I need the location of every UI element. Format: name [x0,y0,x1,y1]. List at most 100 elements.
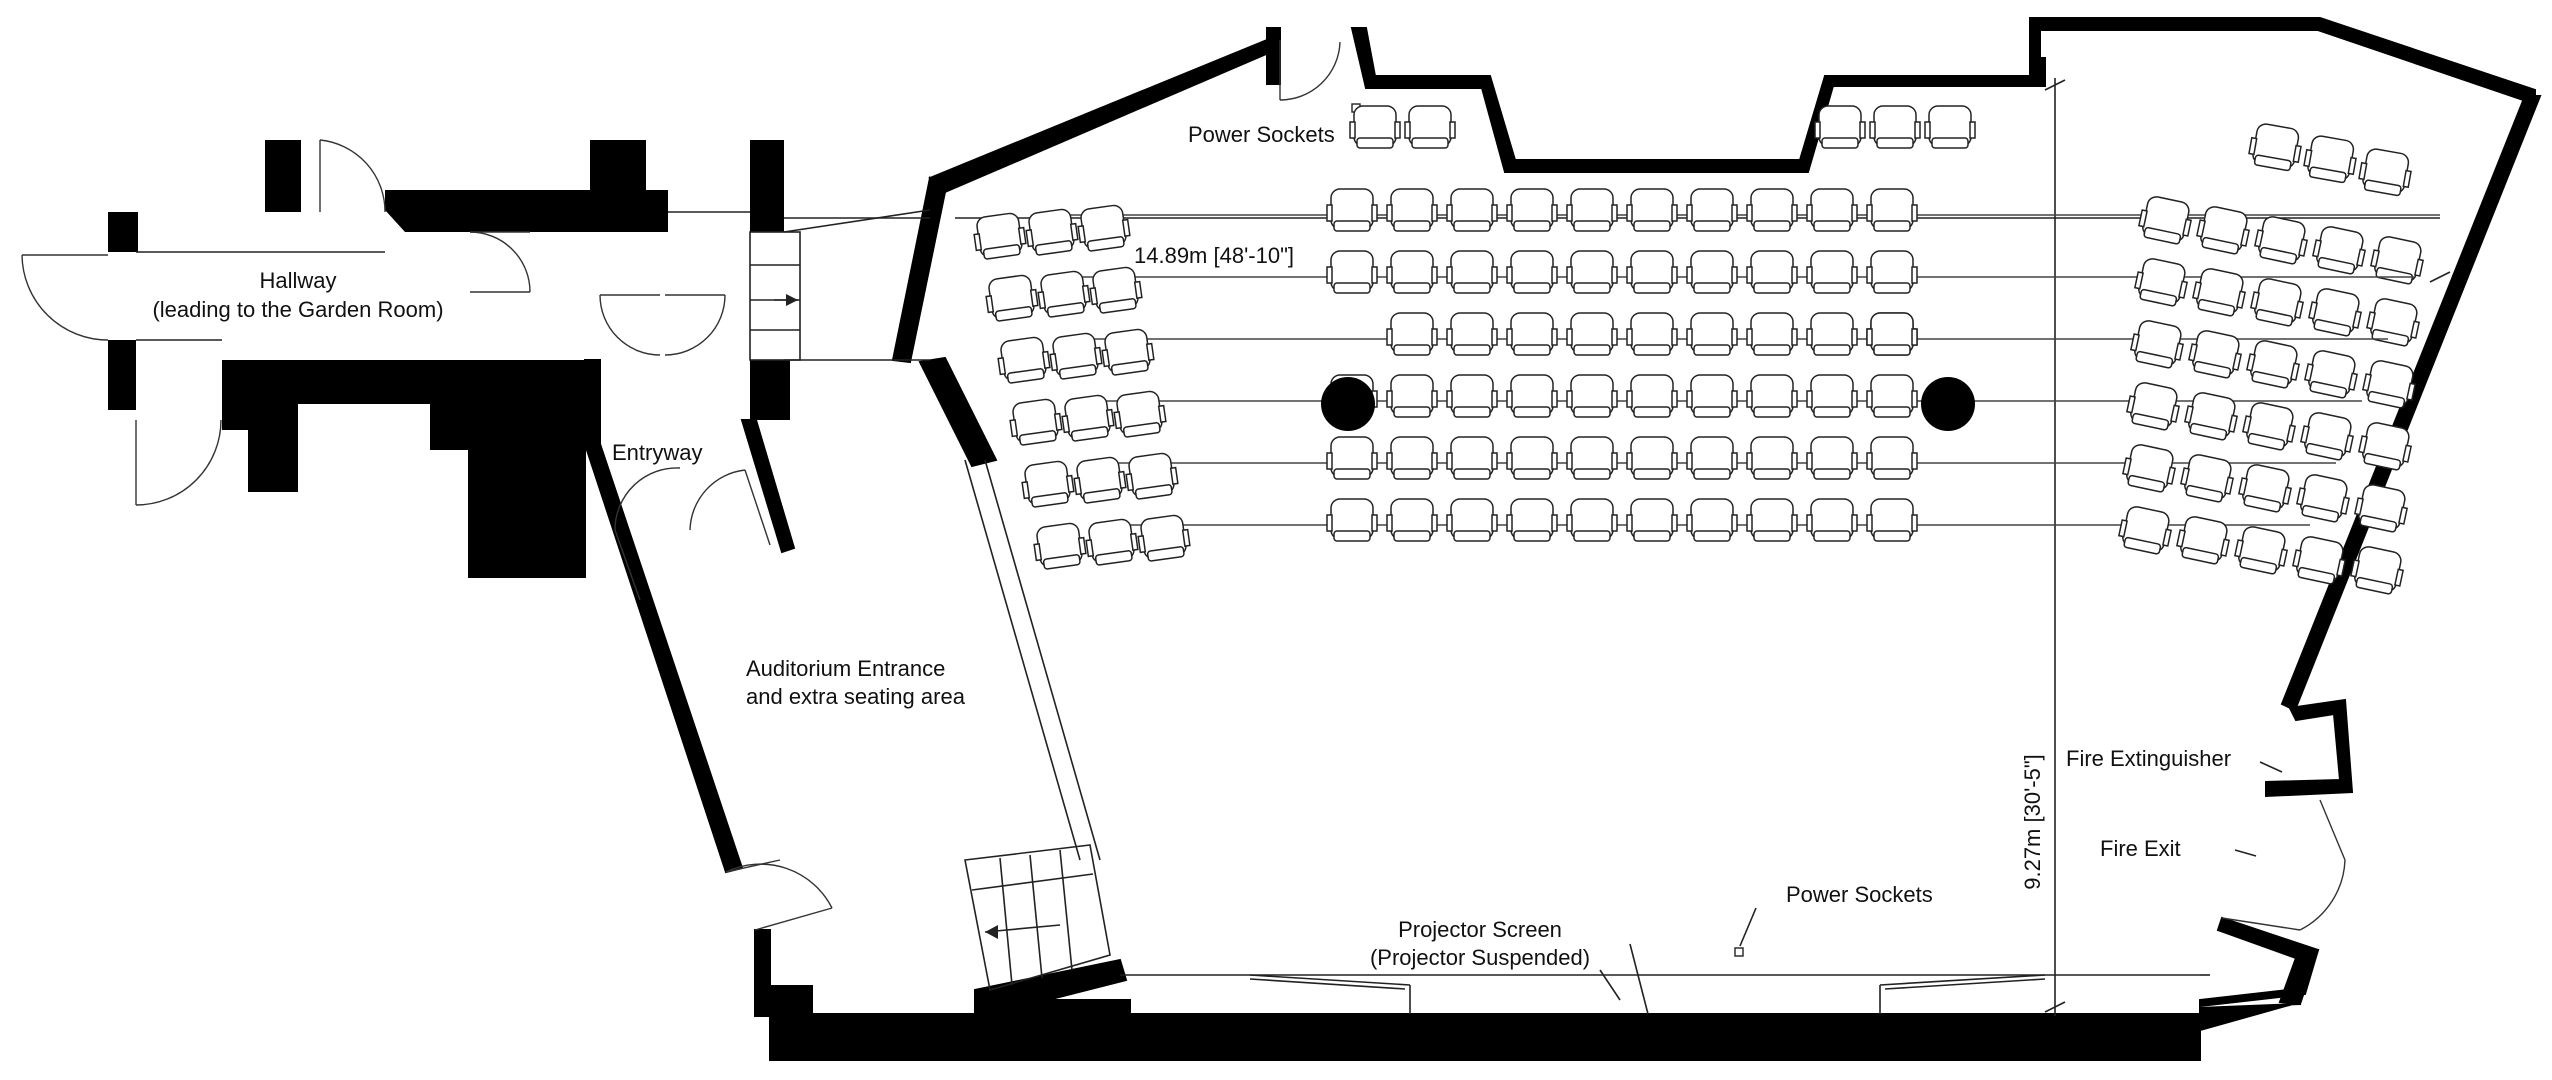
seat [1626,436,1678,480]
seat [1746,250,1798,294]
seat [1566,250,1618,294]
seat [1686,498,1738,542]
seat [2358,148,2412,197]
power-socket [1734,947,1744,957]
seat [997,336,1051,384]
seat [1446,436,1498,480]
seat [2249,278,2305,327]
width-dimension: 14.89m [48'-10"] [1134,243,1294,268]
seat [2187,330,2243,379]
fire-exit-label: Fire Exit [2100,836,2181,861]
seat [2191,268,2247,317]
seat [1924,105,1976,149]
seat [1061,394,1115,442]
entryway-doors [599,294,771,601]
seat [1506,250,1558,294]
seat [2133,258,2189,307]
seat [1085,518,1139,566]
entryway-label: Entryway [612,440,702,465]
seat [1506,188,1558,232]
seat [1037,270,1091,318]
seat [2365,298,2421,347]
seat [2248,123,2302,172]
top-door [1279,40,1361,113]
seat [1686,188,1738,232]
seat [2175,516,2231,565]
seat [2241,402,2297,451]
seat [1033,522,1087,570]
stage-area [1120,974,2210,1014]
seat [2303,350,2359,399]
seat [1326,436,1378,480]
seat [2137,196,2193,245]
column-left [1321,377,1375,431]
seat [1626,498,1678,542]
seat [2233,526,2289,575]
seat [2353,484,2409,533]
seat [2349,546,2405,595]
corridor [668,209,931,361]
seat [1077,204,1131,252]
seat [1866,374,1918,418]
seat [1686,374,1738,418]
seat [1021,460,1075,508]
seat [1626,374,1678,418]
seat [1746,374,1798,418]
seat [1686,312,1738,356]
seat [1446,374,1498,418]
seat [1137,514,1191,562]
seat [1326,188,1378,232]
seat [1866,498,1918,542]
hallway-sublabel: (leading to the Garden Room) [152,297,443,322]
seat [1806,250,1858,294]
auditorium-walls [769,17,2542,1061]
seat [1506,436,1558,480]
seat [2311,226,2367,275]
seat [1746,498,1798,542]
seat [1326,250,1378,294]
stairs [964,459,1111,992]
seat [2245,340,2301,389]
seat [1866,250,1918,294]
auditorium-seating-label: and extra seating area [746,684,966,709]
hallway-label: Hallway [259,268,336,293]
fire-exit-door [2221,799,2346,931]
seat [1386,374,1438,418]
seat [1386,312,1438,356]
seat [2183,392,2239,441]
seat [1049,332,1103,380]
seat [1806,374,1858,418]
seat [1073,456,1127,504]
seat [1386,498,1438,542]
seat [2129,320,2185,369]
seat [1626,188,1678,232]
seat [1009,398,1063,446]
seat [1386,250,1438,294]
seat [2121,444,2177,493]
seat [1746,436,1798,480]
seat [1686,436,1738,480]
leader-lines [1599,761,2283,1015]
seat [2195,206,2251,255]
seat [1446,312,1498,356]
seat [1506,374,1558,418]
seat [2299,412,2355,461]
hallway-area [21,139,645,506]
seat [2307,288,2363,337]
seat [2361,360,2417,409]
seat [1566,374,1618,418]
seat [1386,188,1438,232]
seat [1806,312,1858,356]
seat [1125,452,1179,500]
seat [1746,188,1798,232]
seat [1566,188,1618,232]
power-sockets-bottom-label: Power Sockets [1786,882,1933,907]
seat [1566,312,1618,356]
seat [1506,498,1558,542]
seat [2117,506,2173,555]
seat [1566,498,1618,542]
seat [1626,312,1678,356]
seat [1566,436,1618,480]
entrance-door [725,859,833,931]
